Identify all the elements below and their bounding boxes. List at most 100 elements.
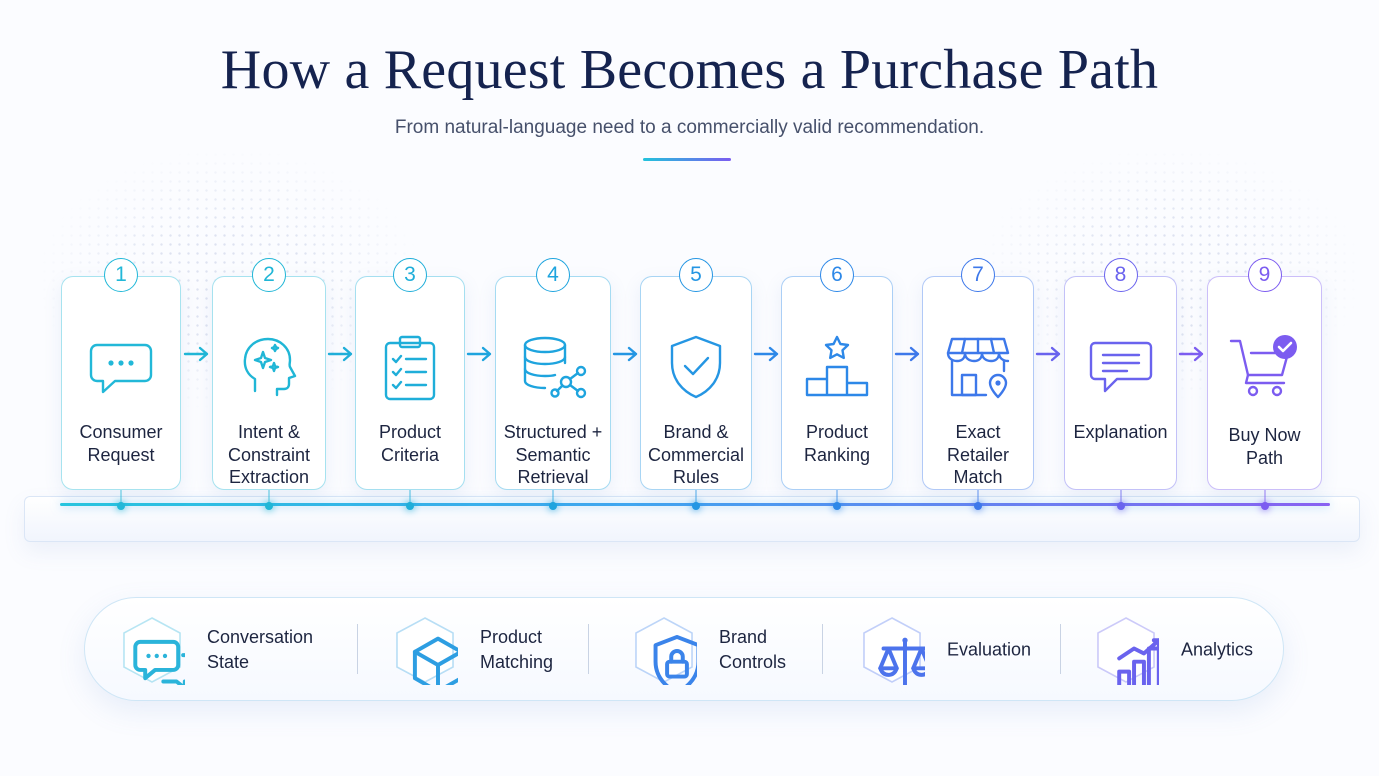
step-label-line: Structured +	[503, 422, 603, 442]
step-connector-stem	[268, 490, 270, 504]
step-label-line: Retailer	[946, 444, 1010, 465]
title-underline	[643, 158, 731, 161]
capability-label-line: Matching	[480, 652, 554, 672]
step-connector-dot	[406, 502, 414, 510]
right-arrow-icon	[183, 344, 211, 364]
step-label-line: Match	[953, 467, 1003, 487]
step-connector-dot	[117, 502, 125, 510]
step-number-badge: 5	[679, 258, 713, 292]
step-number-badge: 6	[820, 258, 854, 292]
step-number-badge: 1	[104, 258, 138, 292]
page-subtitle: From natural-language need to a commerci…	[394, 117, 985, 138]
step-label-line: Rules	[672, 467, 720, 487]
storefront-pin-icon	[940, 329, 1016, 405]
step-connector-stem	[695, 490, 697, 504]
page-title: How a Request Becomes a Purchase Path	[220, 39, 1159, 101]
capability-label-line: Product	[480, 627, 543, 647]
head-sparkle-icon	[231, 329, 307, 405]
capability-label-line: Conversation	[207, 627, 314, 647]
step-label-line: Product	[378, 422, 442, 442]
step-label-line: Commercial	[647, 444, 744, 465]
bar-chart-icon	[1093, 615, 1159, 685]
capability-divider	[1060, 624, 1061, 674]
step-connector-stem	[1119, 490, 1122, 504]
step-label-line: Constraint	[227, 444, 311, 465]
capability-label-line: State	[207, 652, 250, 672]
step-label: Explanation	[1069, 421, 1172, 444]
right-arrow-icon	[612, 344, 640, 364]
shield-lock-icon	[631, 615, 697, 685]
step-connector-stem	[1263, 490, 1266, 504]
step-label-line: Request	[87, 444, 155, 465]
capability-label-line: Evaluation	[947, 639, 1032, 660]
step-connector-dot	[1116, 502, 1125, 510]
cart-check-icon	[1227, 329, 1303, 405]
step-connector-dot	[549, 502, 557, 510]
step-8: Explanation 8	[1064, 258, 1177, 510]
step-connector-dot	[265, 502, 273, 510]
step-number-badge: 7	[961, 258, 995, 292]
right-arrow-icon	[1178, 344, 1206, 364]
right-arrow-icon	[1035, 344, 1063, 364]
step-label-line: Semantic	[515, 444, 591, 465]
clipboard-checklist-icon	[372, 329, 448, 405]
step-number-badge: 8	[1103, 258, 1138, 292]
step-label-line: Extraction	[228, 467, 310, 487]
chat-bubbles-icon	[119, 615, 185, 685]
capability-divider	[357, 624, 358, 674]
step-connector-dot	[692, 502, 700, 510]
step-card: Explanation	[1064, 276, 1177, 490]
capability-divider	[588, 624, 589, 674]
shield-check-icon	[658, 329, 734, 405]
step-connector-dot	[833, 502, 841, 510]
step-label-line: Intent &	[237, 422, 301, 442]
capability-divider	[822, 624, 823, 674]
step-connector-dot	[974, 502, 982, 510]
step-connector-stem	[836, 490, 838, 504]
podium-star-icon	[799, 329, 875, 405]
right-arrow-icon	[894, 344, 922, 364]
step-label-line: Brand &	[663, 422, 729, 442]
step-label-line: Criteria	[380, 444, 439, 465]
step-label-line: Product	[805, 422, 869, 442]
balance-scale-icon	[859, 615, 925, 685]
step-connector-stem	[409, 490, 411, 504]
capability-label-line: Analytics	[1181, 639, 1254, 660]
step-label-line: Exact	[955, 422, 1001, 442]
capability-label-line: Controls	[719, 652, 787, 672]
chat-bubble-icon	[83, 329, 159, 405]
step-number-badge: 3	[393, 258, 427, 292]
step-number-badge: 4	[536, 258, 570, 292]
step-label-line: Retrieval	[517, 467, 589, 487]
step-connector-stem	[977, 490, 979, 504]
right-arrow-icon	[327, 344, 355, 364]
step-label-line: Explanation	[1073, 422, 1168, 442]
cube-icon	[392, 615, 458, 685]
